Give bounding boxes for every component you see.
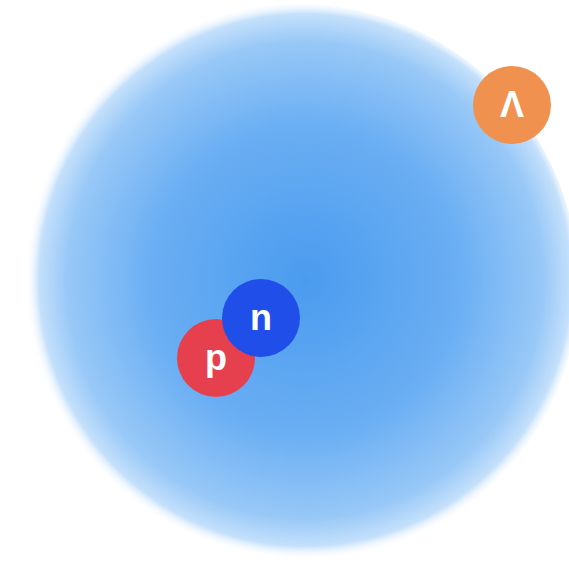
particle-fill xyxy=(473,66,551,144)
lambda-particle: Λ xyxy=(473,66,551,144)
particle-symbol: Λ xyxy=(500,87,524,123)
neutron-particle: n xyxy=(222,279,300,357)
particle-symbol: p xyxy=(205,340,227,376)
particle-fill xyxy=(177,319,255,397)
cloud-disc xyxy=(18,4,569,563)
particle-fill xyxy=(222,279,300,357)
particle-symbol: n xyxy=(250,300,272,336)
